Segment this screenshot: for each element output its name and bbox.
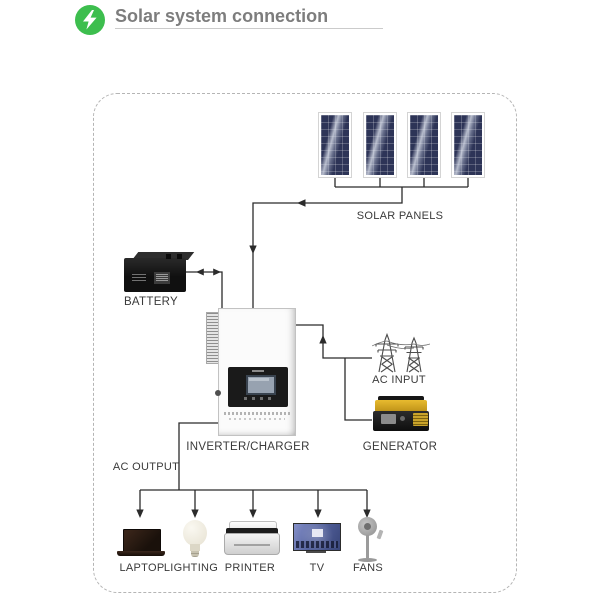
ac-output-label: AC OUTPUT [112, 461, 180, 473]
lightbulb-icon [182, 520, 208, 560]
inverter-vents [229, 418, 285, 420]
inverter-knob [215, 390, 221, 396]
printer-slot [234, 544, 270, 546]
battery-body [124, 258, 186, 292]
title-underline [115, 28, 383, 29]
bulb-glass [183, 520, 207, 546]
fan-remote [376, 529, 384, 540]
inverter-icon [215, 308, 296, 436]
battery-terminal [177, 254, 182, 259]
battery-label-marks [132, 274, 146, 283]
tv-screen [293, 523, 341, 551]
laptop-screen [123, 529, 161, 553]
generator-outlet [400, 416, 405, 421]
fan-base [358, 558, 377, 562]
page-title: Solar system connection [115, 6, 329, 26]
device-label-tv: TV [309, 562, 325, 574]
inverter-vents [224, 412, 290, 415]
diagram-border [93, 93, 517, 593]
inverter-brand-mark [252, 370, 264, 372]
fan-icon [353, 517, 384, 563]
device-label-laptop: LAPTOP [119, 562, 165, 574]
solar-panel-cells [410, 115, 438, 175]
lightning-bolt-glyph [83, 10, 97, 30]
lightning-bolt-icon [75, 5, 105, 35]
solar-panel-icon [451, 112, 485, 178]
generator-control-panel [381, 414, 396, 424]
printer-band [226, 528, 278, 536]
solar-panel-cells [366, 115, 394, 175]
tv-skyline [296, 541, 338, 548]
battery-sticker [154, 272, 170, 284]
battery-label: BATTERY [123, 296, 179, 308]
ac-input-label: AC INPUT [372, 374, 426, 386]
laptop-base [117, 551, 165, 556]
solar-panel-cells [454, 115, 482, 175]
generator-label: GENERATOR [362, 441, 438, 453]
battery-terminal [166, 254, 171, 259]
transmission-tower-icon [372, 332, 430, 373]
inverter-display [246, 375, 276, 395]
generator-icon [372, 396, 432, 436]
battery-icon [124, 250, 195, 294]
printer-icon [224, 521, 280, 557]
tv-billboard [312, 529, 323, 537]
solar-panel-icon [407, 112, 441, 178]
tv-icon [293, 523, 341, 555]
generator-grille [413, 413, 428, 426]
device-label-lighting: LIGHTING [163, 562, 219, 574]
laptop-icon [117, 529, 165, 559]
device-label-fans: FANS [353, 562, 383, 574]
bulb-screw [191, 551, 199, 557]
fan-pole [366, 535, 369, 558]
inverter-front-panel [228, 367, 288, 407]
generator-frame [378, 396, 424, 401]
fan-hub [364, 523, 371, 530]
inverter-buttons [244, 397, 274, 400]
solar-panel-cells [321, 115, 349, 175]
solar-panel-icon [318, 112, 352, 178]
generator-tank [375, 400, 427, 412]
device-label-printer: PRINTER [224, 562, 276, 574]
solar-panels-label: SOLAR PANELS [356, 210, 444, 222]
inverter-label: INVERTER/CHARGER [186, 441, 310, 453]
bulb-neck [190, 544, 200, 551]
solar-panel-icon [363, 112, 397, 178]
tv-stand [306, 551, 326, 553]
